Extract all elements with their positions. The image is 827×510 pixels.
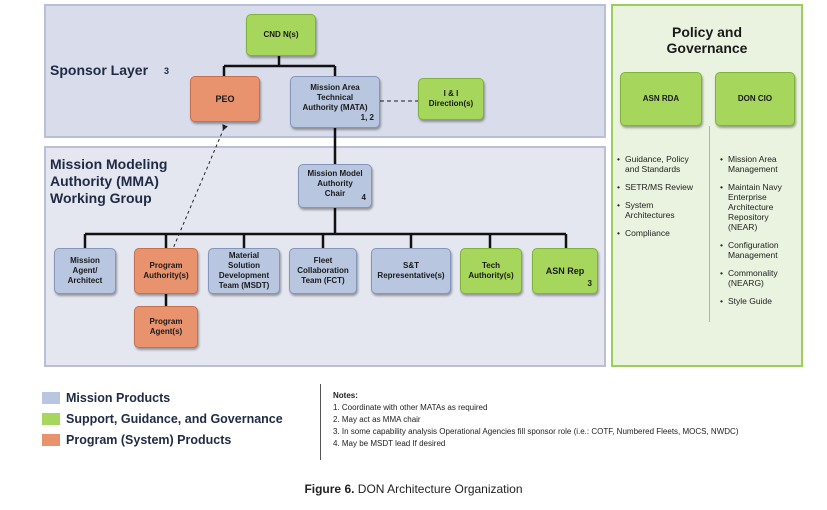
- mission-agent-box: Mission Agent/ Architect: [54, 248, 116, 294]
- program-authority-box: Program Authority(s): [134, 248, 198, 294]
- asn-rda-bullet: System Architectures: [617, 200, 709, 220]
- cnd-box: CND N(s): [246, 14, 316, 56]
- tech-authority-box: Tech Authority(s): [460, 248, 522, 294]
- sponsor-layer-note: 3: [164, 66, 170, 76]
- legend-item-mission-products: Mission Products: [42, 391, 170, 405]
- don-cio-bullet: Mission Area Management: [720, 154, 802, 174]
- notes-block: Notes: 1. Coordinate with other MATAs as…: [333, 390, 738, 450]
- mma-chair-note: 4: [361, 193, 366, 202]
- don-cio-bullet-list: Mission Area Management Maintain Navy En…: [720, 154, 802, 314]
- don-cio-bullet: Commonality (NEARG): [720, 268, 802, 288]
- mma-chair-label: Mission Model Authority Chair: [307, 169, 363, 198]
- asn-rda-bullet: Guidance, Policy and Standards: [617, 154, 709, 174]
- asn-rda-box: ASN RDA: [620, 72, 702, 126]
- mata-label: Mission Area Technical Authority (MATA): [302, 83, 368, 112]
- peo-to-program-authority-dashed-arrow: [167, 124, 228, 261]
- don-cio-bullet: Configuration Management: [720, 240, 802, 260]
- figure-title: DON Architecture Organization: [357, 482, 523, 496]
- note-item: 1. Coordinate with other MATAs as requir…: [333, 403, 488, 412]
- legend-label: Support, Guidance, and Governance: [66, 412, 283, 426]
- legend-label: Program (System) Products: [66, 433, 232, 447]
- legend-swatch: [42, 413, 60, 425]
- policy-divider: [709, 126, 710, 322]
- asn-rda-bullet: Compliance: [617, 228, 709, 238]
- asn-rep-note: 3: [587, 279, 592, 288]
- policy-title: Policy and Governance: [666, 24, 748, 56]
- asn-rda-bullet: SETR/MS Review: [617, 182, 709, 192]
- note-item: 4. May be MSDT lead If desired: [333, 439, 446, 448]
- program-agent-box: Program Agent(s): [134, 306, 198, 348]
- asn-rep-box: ASN Rep 3: [532, 248, 598, 294]
- don-cio-bullet: Style Guide: [720, 296, 802, 306]
- notes-heading: Notes:: [333, 391, 358, 400]
- notes-divider: [320, 384, 321, 460]
- legend-swatch: [42, 434, 60, 446]
- legend-label: Mission Products: [66, 391, 171, 405]
- note-item: 3. In some capability analysis Operation…: [333, 427, 739, 436]
- i-and-i-direction-box: I & I Direction(s): [418, 78, 484, 120]
- note-item: 2. May act as MMA chair: [333, 415, 421, 424]
- peo-box: PEO: [190, 76, 260, 122]
- fct-box: Fleet Collaboration Team (FCT): [289, 248, 357, 294]
- asn-rep-label: ASN Rep: [545, 265, 585, 276]
- snt-representative-box: S&T Representative(s): [371, 248, 451, 294]
- legend-item-support-guidance: Support, Guidance, and Governance: [42, 412, 283, 426]
- mma-chair-box: Mission Model Authority Chair 4: [298, 164, 372, 208]
- mata-box: Mission Area Technical Authority (MATA) …: [290, 76, 380, 128]
- msdt-box: Material Solution Development Team (MSDT…: [208, 248, 280, 294]
- mma-group-title: Mission Modeling Authority (MMA) Working…: [50, 156, 168, 206]
- sponsor-layer-title: Sponsor Layer: [50, 62, 149, 78]
- asn-rda-bullet-list: Guidance, Policy and Standards SETR/MS R…: [617, 154, 709, 246]
- legend-swatch: [42, 392, 60, 404]
- don-cio-box: DON CIO: [715, 72, 795, 126]
- legend-item-program-products: Program (System) Products: [42, 433, 231, 447]
- don-cio-bullet: Maintain Navy Enterprise Architecture Re…: [720, 182, 802, 232]
- mata-note: 1, 2: [360, 113, 374, 122]
- figure-caption: Figure 6. DON Architecture Organization: [0, 482, 827, 496]
- figure-number: Figure 6.: [304, 482, 355, 496]
